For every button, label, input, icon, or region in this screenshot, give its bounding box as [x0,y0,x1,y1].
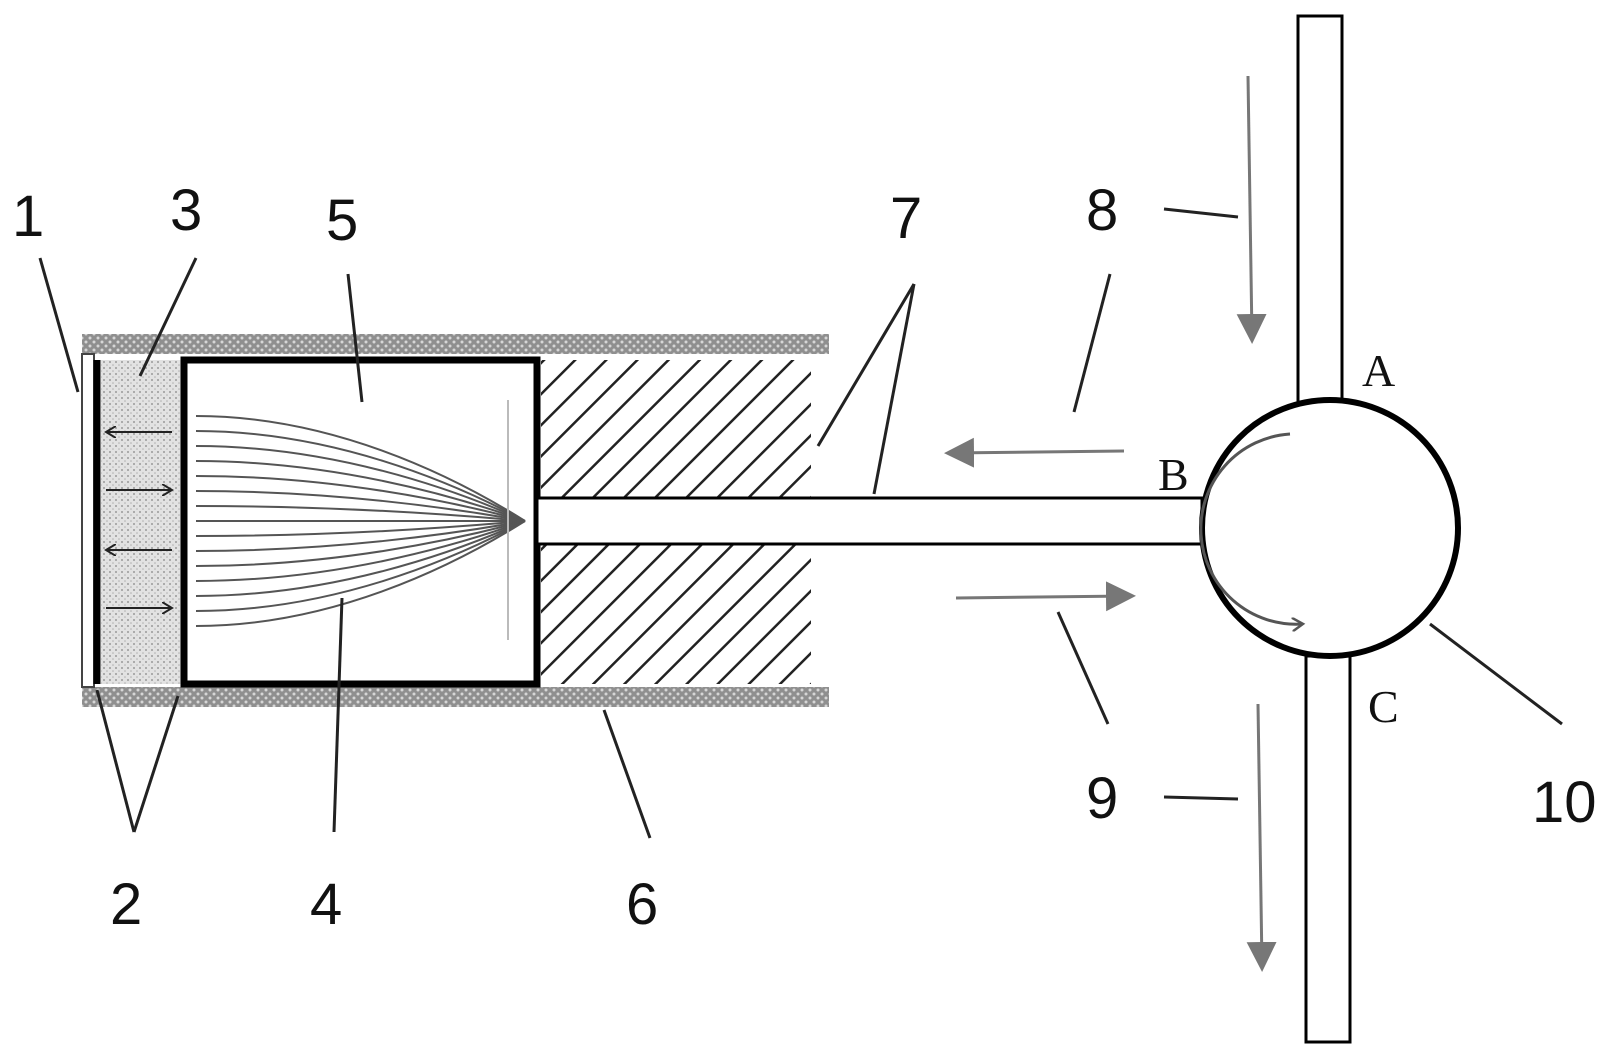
hatched-block-lower [541,544,811,684]
leader-8b [1074,274,1110,412]
flow-arrow-outlet [1258,704,1262,966]
housing-bottom-layer [82,687,829,707]
leader-1 [40,258,78,392]
leader-8a [1164,209,1238,217]
port-c: C [1368,681,1399,732]
flow-arrow-right [956,596,1130,598]
label-2: 2 [110,872,142,937]
label-6: 6 [626,872,658,937]
label-7: 7 [890,186,922,251]
leader-10 [1430,624,1562,724]
label-8: 8 [1086,178,1118,243]
leader-2a [97,690,134,832]
port-b: B [1158,449,1189,500]
label-10: 10 [1532,770,1597,835]
flow-arrow-inlet [1248,76,1252,338]
housing-top-layer [82,334,829,354]
label-9: 9 [1086,766,1118,831]
vertical-pipe-lower [1306,656,1350,1042]
leader-2b [134,696,178,832]
flow-arrow-left [950,451,1124,453]
output-channel [537,498,1202,544]
label-3: 3 [170,178,202,243]
port-a: A [1362,345,1395,396]
substrate-plate [82,354,94,687]
label-1: 1 [12,184,44,249]
label-5: 5 [326,188,358,253]
vertical-pipe-upper [1298,16,1342,406]
dielectric-layer [101,360,181,684]
leader-6 [604,710,650,838]
hatched-block-upper [541,360,811,498]
leader-9a [1164,797,1238,799]
leader-9b [1058,612,1108,724]
junction-circle [1202,400,1458,656]
label-4: 4 [310,872,342,937]
